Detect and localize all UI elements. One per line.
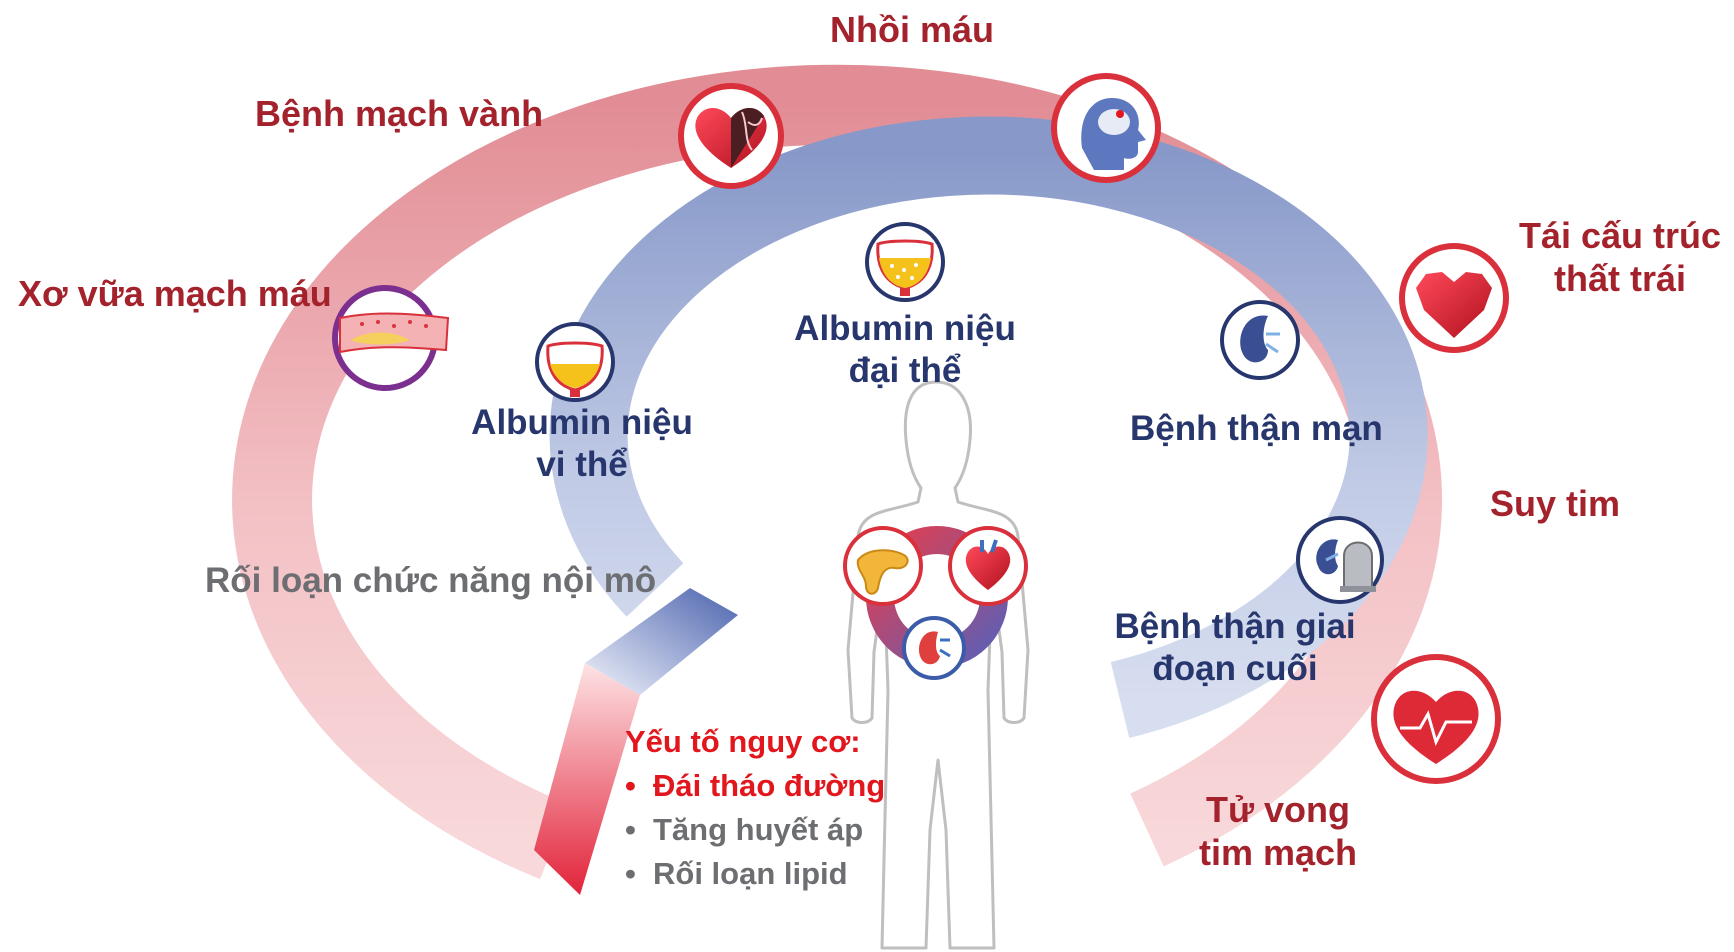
- risk-factor-item: •Rối loạn lipid: [625, 852, 885, 896]
- label-cv-death-line2: tim mạch: [1183, 831, 1373, 874]
- label-macroalbuminuria: Albumin niệu đại thể: [785, 308, 1025, 392]
- kidney-tombstone-icon: [1298, 518, 1382, 602]
- risk-factors-title: Yếu tố nguy cơ:: [625, 720, 885, 764]
- risk-factor-item: •Tăng huyết áp: [625, 808, 885, 852]
- risk-factors-list: •Đái tháo đường •Tăng huyết áp •Rối loạn…: [625, 764, 885, 896]
- risk-factor-item: •Đái tháo đường: [625, 764, 885, 808]
- label-cv-death-line1: Tử vong: [1183, 788, 1373, 831]
- label-esrd-line1: Bệnh thận giai: [1105, 606, 1365, 648]
- bullet: •: [625, 852, 653, 896]
- pancreas-icon: [845, 528, 921, 604]
- label-end-stage-renal-disease: Bệnh thận giai đoạn cuối: [1105, 606, 1365, 690]
- label-heart-failure: Suy tim: [1490, 482, 1620, 525]
- label-coronary-disease: Bệnh mạch vành: [255, 92, 543, 135]
- bullet: •: [625, 808, 653, 852]
- risk-factor-label: Đái tháo đường: [653, 768, 885, 803]
- kidney-icon: [904, 618, 964, 678]
- kidney-chronic-icon: [1222, 302, 1298, 378]
- remodeled-heart-icon: [1402, 246, 1506, 350]
- heart-vessels-icon: [681, 86, 781, 186]
- risk-factor-label: Rối loạn lipid: [653, 856, 848, 891]
- label-lv-remodeling-line2: thất trái: [1515, 257, 1725, 300]
- label-esrd-line2: đoạn cuối: [1105, 648, 1365, 690]
- label-endothelial-dysfunction: Rối loạn chức năng nội mô: [205, 560, 656, 602]
- label-macroalbuminuria-line1: Albumin niệu: [785, 308, 1025, 350]
- heartbeat-icon: [1374, 657, 1498, 781]
- brain-icon: [1054, 76, 1158, 180]
- label-cv-death: Tử vong tim mạch: [1183, 788, 1373, 874]
- label-macroalbuminuria-line2: đại thể: [785, 350, 1025, 392]
- label-chronic-kidney-disease: Bệnh thận mạn: [1130, 408, 1383, 450]
- label-microalbuminuria: Albumin niệu vi thể: [462, 402, 702, 486]
- label-microalbuminuria-line1: Albumin niệu: [462, 402, 702, 444]
- label-lv-remodeling: Tái cấu trúc thất trái: [1515, 214, 1725, 300]
- bladder-macro-icon: [867, 224, 943, 300]
- heart-icon: [950, 528, 1026, 604]
- label-microalbuminuria-line2: vi thể: [462, 444, 702, 486]
- atherosclerosis-vessel-icon: [335, 288, 448, 388]
- label-lv-remodeling-line1: Tái cấu trúc: [1515, 214, 1725, 257]
- label-atherosclerosis: Xơ vữa mạch máu: [18, 272, 332, 315]
- label-infarction: Nhồi máu: [830, 8, 994, 51]
- risk-factor-label: Tăng huyết áp: [653, 812, 863, 847]
- bullet: •: [625, 764, 653, 808]
- bladder-micro-icon: [537, 324, 613, 400]
- risk-factors-box: Yếu tố nguy cơ: •Đái tháo đường •Tăng hu…: [625, 720, 885, 896]
